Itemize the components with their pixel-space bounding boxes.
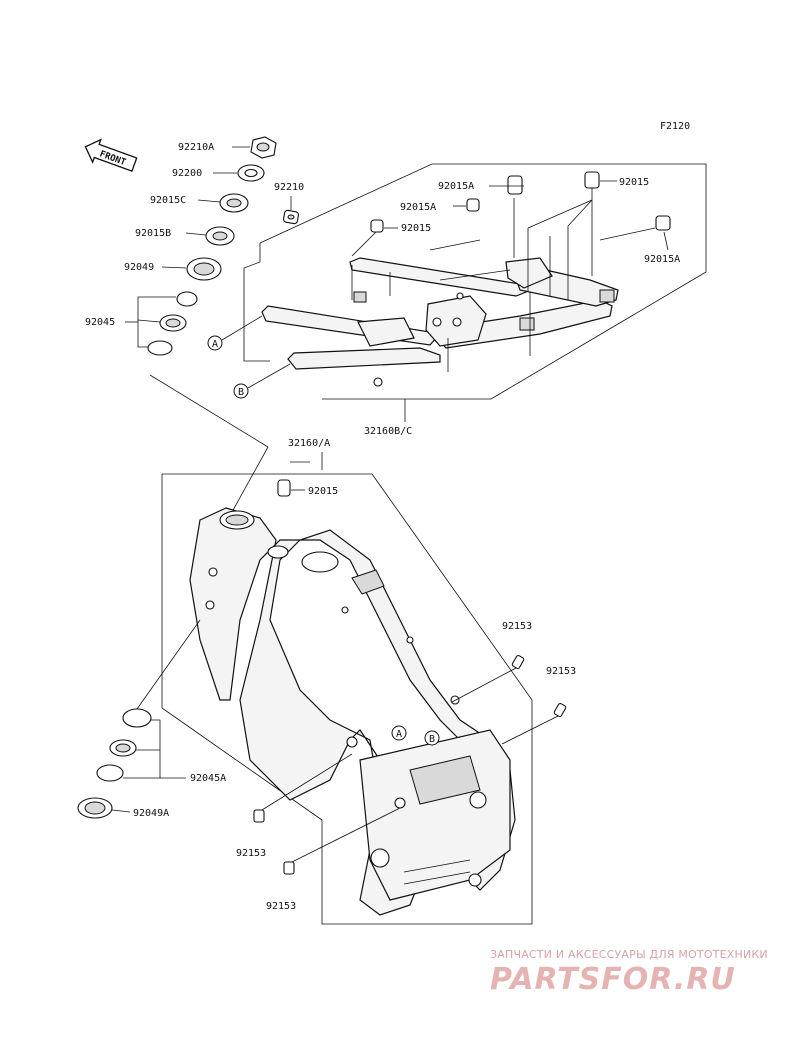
ref-a-label: A	[212, 339, 218, 350]
ref-b2-circle	[424, 730, 440, 746]
bushing-92015A-mid	[466, 198, 480, 212]
subframe-right-bracket	[505, 257, 553, 289]
subframe-lower-left-rail	[287, 347, 441, 370]
label-92015-frame: 92015	[308, 486, 338, 497]
label-92153-lower-2: 92153	[266, 901, 296, 912]
steering-parts-stack	[125, 136, 300, 356]
ref-a-circle	[207, 335, 223, 351]
bushing-92015-mid	[370, 219, 384, 233]
subframe-top-cross	[349, 257, 527, 297]
label-92015A-right: 92015A	[644, 254, 680, 265]
label-32160BC: 32160B/C	[364, 426, 412, 437]
label-92210: 92210	[274, 182, 304, 193]
main-frame-body	[189, 507, 516, 916]
bolt-92153-upper-2	[553, 702, 567, 718]
label-92153-lower-1: 92153	[236, 848, 266, 859]
frame-pivot-hole-left	[370, 848, 390, 868]
mainframe-outline	[161, 452, 533, 925]
subframe-left-plate	[357, 317, 415, 347]
frame-opening-1	[301, 551, 339, 573]
ref-markers-subframe: A B	[207, 315, 291, 399]
subframe-rear-tab	[599, 289, 615, 303]
front-arrow-icon: FRONT	[84, 138, 138, 172]
part-labels: 92210A 92200 92015C 92210 92015B 92049 9…	[85, 142, 680, 912]
ref-markers-mainframe: A B	[391, 725, 440, 746]
part-92045-race-bottom	[147, 340, 173, 356]
part-92045-race-top	[176, 291, 198, 307]
label-92015-top-right: 92015	[619, 177, 649, 188]
label-92015B: 92015B	[135, 228, 171, 239]
bolt-92153-upper-1	[511, 654, 525, 670]
label-92015C: 92015C	[150, 195, 186, 206]
subframe-rubber-bushings	[370, 171, 671, 251]
part-92210A-hole	[256, 142, 270, 152]
bolt-92153-lower-1	[253, 809, 265, 823]
label-92015A-top: 92015A	[438, 181, 474, 192]
frame-tab	[351, 569, 385, 595]
figure-code: F2120	[660, 121, 690, 132]
ref-b2-label: B	[429, 734, 435, 745]
part-92045A-sleeve	[96, 764, 124, 782]
bolts-92153	[253, 654, 567, 875]
label-92153-upper-2: 92153	[546, 666, 576, 677]
main-frame-plate	[409, 755, 481, 805]
watermark-subtitle: ЗАПЧАСТИ И АКСЕССУАРЫ ДЛЯ МОТОТЕХНИКИ	[490, 948, 768, 961]
frame-pivot-hole-right	[469, 791, 487, 809]
label-92200: 92200	[172, 168, 202, 179]
label-92049A: 92049A	[133, 808, 169, 819]
ref-b-circle	[233, 383, 249, 399]
label-92045: 92045	[85, 317, 115, 328]
label-92153-upper-1: 92153	[502, 621, 532, 632]
subframe-left-tab	[353, 291, 367, 303]
bushing-92015A-right	[655, 215, 671, 231]
main-frame	[189, 479, 516, 916]
bushing-92015A-top	[507, 175, 523, 195]
rear-subframe	[261, 188, 656, 387]
ref-a2-circle	[391, 725, 407, 741]
label-92015A-mid: 92015A	[400, 202, 436, 213]
subframe-bolt-hole	[432, 317, 442, 327]
lower-bearing-parts	[77, 619, 201, 819]
subframe-mount-tab	[519, 317, 535, 331]
ref-a2-label: A	[396, 729, 402, 740]
part-92045A-race	[122, 708, 152, 728]
label-92049: 92049	[124, 262, 154, 273]
subframe-outline	[149, 163, 707, 513]
frame-bushing-92015	[277, 479, 291, 497]
label-92015-mid: 92015	[401, 223, 431, 234]
bolt-92153-lower-2	[283, 861, 295, 875]
label-32160A: 32160/A	[288, 438, 330, 449]
watermark-logo: PARTSFOR.RU	[490, 962, 736, 997]
frame-opening-2	[267, 545, 289, 559]
ref-b-label: B	[238, 387, 244, 398]
label-92210A: 92210A	[178, 142, 214, 153]
label-92045A: 92045A	[190, 773, 226, 784]
bushing-92015-top-right	[584, 171, 600, 189]
